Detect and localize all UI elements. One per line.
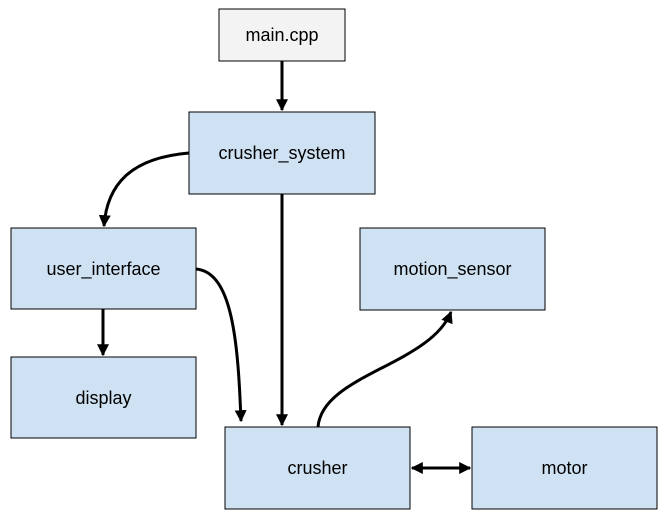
node-crusher-system-label: crusher_system [218, 143, 345, 164]
node-display-box [10, 356, 197, 439]
node-crusher-system-box [188, 111, 376, 195]
node-crusher-box [224, 426, 411, 510]
edge-user-interface-to-crusher [195, 267, 247, 423]
edge-crusher-to-motion-sensor [316, 310, 453, 428]
node-motion-sensor-box [359, 227, 546, 311]
node-user-interface[interactable]: user_interface [10, 227, 197, 310]
node-motor-label: motor [541, 458, 587, 478]
node-crusher-label: crusher [287, 458, 347, 478]
node-crusher-system[interactable]: crusher_system [188, 111, 376, 195]
node-main-cpp-label: main.cpp [245, 25, 318, 45]
node-motor[interactable]: motor [471, 426, 658, 510]
node-user-interface-label: user_interface [46, 259, 160, 280]
node-motion-sensor[interactable]: motion_sensor [359, 227, 546, 311]
node-motion-sensor-label: motion_sensor [393, 259, 511, 280]
node-main-cpp-box [218, 8, 346, 62]
node-display[interactable]: display [10, 356, 197, 439]
node-motor-box [471, 426, 658, 510]
node-main-cpp[interactable]: main.cpp [218, 8, 346, 62]
node-display-label: display [75, 388, 131, 408]
node-user-interface-box [10, 227, 197, 310]
edges-layer [97, 61, 472, 474]
node-crusher[interactable]: crusher [224, 426, 411, 510]
edge-crusher-system-to-user-interface [98, 151, 190, 228]
